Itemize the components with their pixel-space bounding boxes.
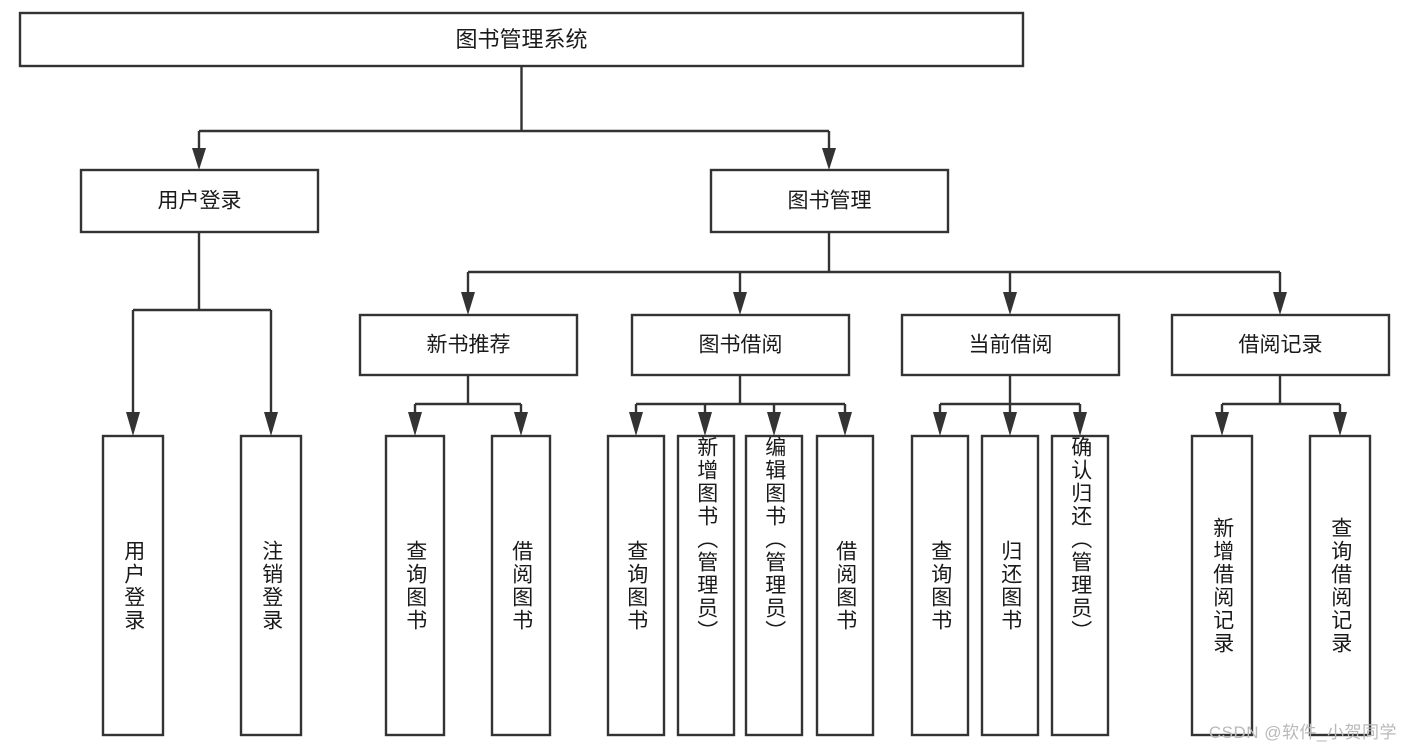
node-book-borrow-label: 图书借阅: [699, 334, 783, 357]
leaf-new-book-0[interactable]: [384, 434, 446, 737]
connector-borrowrecords-to-leaves: [1215, 375, 1347, 436]
node-root-label: 图书管理系统: [455, 27, 587, 52]
node-new-book-recommend[interactable]: 新书推荐: [358, 313, 579, 377]
leaf-current-borrow-1[interactable]: [980, 434, 1040, 737]
node-current-borrow-label: 当前借阅: [969, 334, 1053, 357]
leaf-new-book-1[interactable]: [490, 434, 552, 737]
leaf-book-borrow-0[interactable]: [606, 434, 666, 737]
node-book-management-label: 图书管理: [788, 190, 872, 213]
node-current-borrow[interactable]: 当前借阅: [900, 313, 1121, 377]
node-borrow-records-label: 借阅记录: [1239, 334, 1323, 357]
node-book-borrow[interactable]: 图书借阅: [630, 313, 851, 377]
node-new-book-recommend-label: 新书推荐: [427, 334, 511, 357]
connector-currentborrow-to-leaves: [933, 375, 1087, 436]
connector-bookborrow-to-leaves: [629, 375, 852, 436]
leaf-borrow-records-0[interactable]: [1190, 434, 1254, 737]
connector-bookmgmt-to-level3: [461, 232, 1287, 315]
node-root[interactable]: 图书管理系统: [18, 11, 1025, 68]
node-user-login[interactable]: 用户登录: [79, 168, 320, 234]
leaf-book-borrow-3[interactable]: [815, 434, 875, 737]
leaf-current-borrow-2[interactable]: [1050, 434, 1110, 737]
node-book-management[interactable]: 图书管理: [709, 168, 950, 234]
leaf-current-borrow-0[interactable]: [910, 434, 970, 737]
watermark: CSDN @软件_小贺同学: [1208, 723, 1397, 742]
leaf-user-login-0[interactable]: [101, 434, 165, 737]
leaf-book-borrow-1[interactable]: [676, 434, 736, 737]
connector-root-to-level2: [192, 66, 836, 170]
node-borrow-records[interactable]: 借阅记录: [1170, 313, 1391, 377]
leaf-user-login-1[interactable]: [239, 434, 303, 737]
node-user-login-label: 用户登录: [158, 190, 242, 213]
connector-userlogin-to-leaves: [126, 232, 278, 436]
connector-newbook-to-leaves: [408, 375, 528, 436]
leaf-book-borrow-2[interactable]: [744, 434, 804, 737]
leaf-borrow-records-1[interactable]: [1308, 434, 1372, 737]
